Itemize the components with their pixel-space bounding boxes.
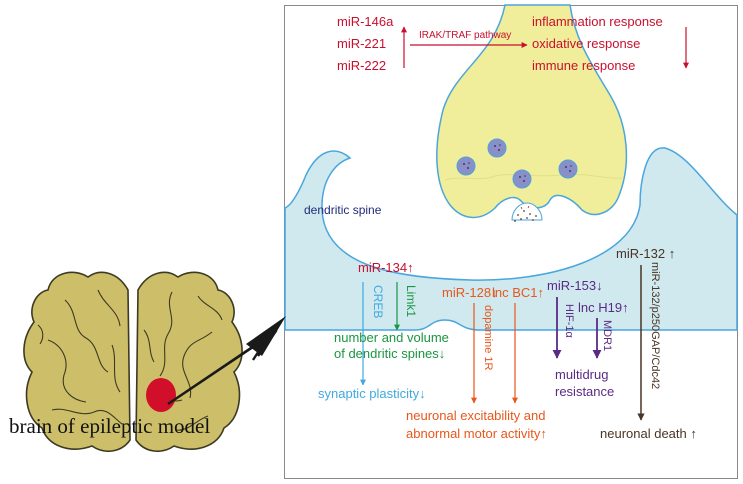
brain-illustration: brain of epileptic model xyxy=(9,271,286,453)
mir-221-label: miR-221 xyxy=(337,36,386,51)
mdr1-label: MDR1 xyxy=(601,320,613,351)
vesicle xyxy=(512,169,532,189)
neuronal-excitability-line1: neuronal excitability and xyxy=(406,408,545,423)
spines-label-line2: of dendritic spines↓ xyxy=(334,346,445,361)
mir-134-label: miR-134↑ xyxy=(358,260,414,275)
mir-132-pathway-label: miR-132/p250GAP/Cdc42 xyxy=(649,262,661,389)
lnc-h19-label: lnc H19↑ xyxy=(578,300,629,315)
inflammation-label: inflammation response xyxy=(532,14,663,29)
dendritic-spine-shape xyxy=(284,147,738,331)
lnc-bc1-label: lnc BC1↑ xyxy=(492,285,544,300)
brain-caption: brain of epileptic model xyxy=(9,414,210,438)
hif-label: HIF-1α xyxy=(563,304,575,339)
creb-label: CREB xyxy=(371,285,385,318)
spines-label-line1: number and volume xyxy=(334,330,449,345)
epileptic-lesion xyxy=(146,378,176,412)
limk1-label: Limk1 xyxy=(404,285,418,317)
neuronal-death-label: neuronal death ↑ xyxy=(600,426,697,441)
multidrug-line1: multidrug xyxy=(555,367,608,382)
mir-132-label: miR-132 ↑ xyxy=(616,246,675,261)
multidrug-line2: resistance xyxy=(555,384,614,399)
pathway-label: IRAK/TRAF pathway xyxy=(419,30,511,41)
dopamine-label: dopamine 1R xyxy=(482,305,494,370)
synaptic-plasticity-label: synaptic plasticity↓ xyxy=(318,386,426,401)
mir-146a-label: miR-146a xyxy=(337,14,394,29)
brain-left-hemisphere xyxy=(23,271,131,453)
neuronal-excitability-line2: abnormal motor activity↑ xyxy=(406,426,547,441)
vesicle xyxy=(456,156,476,176)
mir-153-label: miR-153↓ xyxy=(547,278,603,293)
vesicle xyxy=(558,159,578,179)
mir-128-label: miR-128↓ xyxy=(442,285,498,300)
synaptic-vesicles xyxy=(456,138,578,189)
neurotransmitter-release xyxy=(511,202,543,222)
mir-222-label: miR-222 xyxy=(337,58,386,73)
oxidative-label: oxidative response xyxy=(532,36,640,51)
immune-label: immune response xyxy=(532,58,635,73)
vesicle xyxy=(487,138,507,158)
dendritic-spine-label: dendritic spine xyxy=(304,203,382,217)
